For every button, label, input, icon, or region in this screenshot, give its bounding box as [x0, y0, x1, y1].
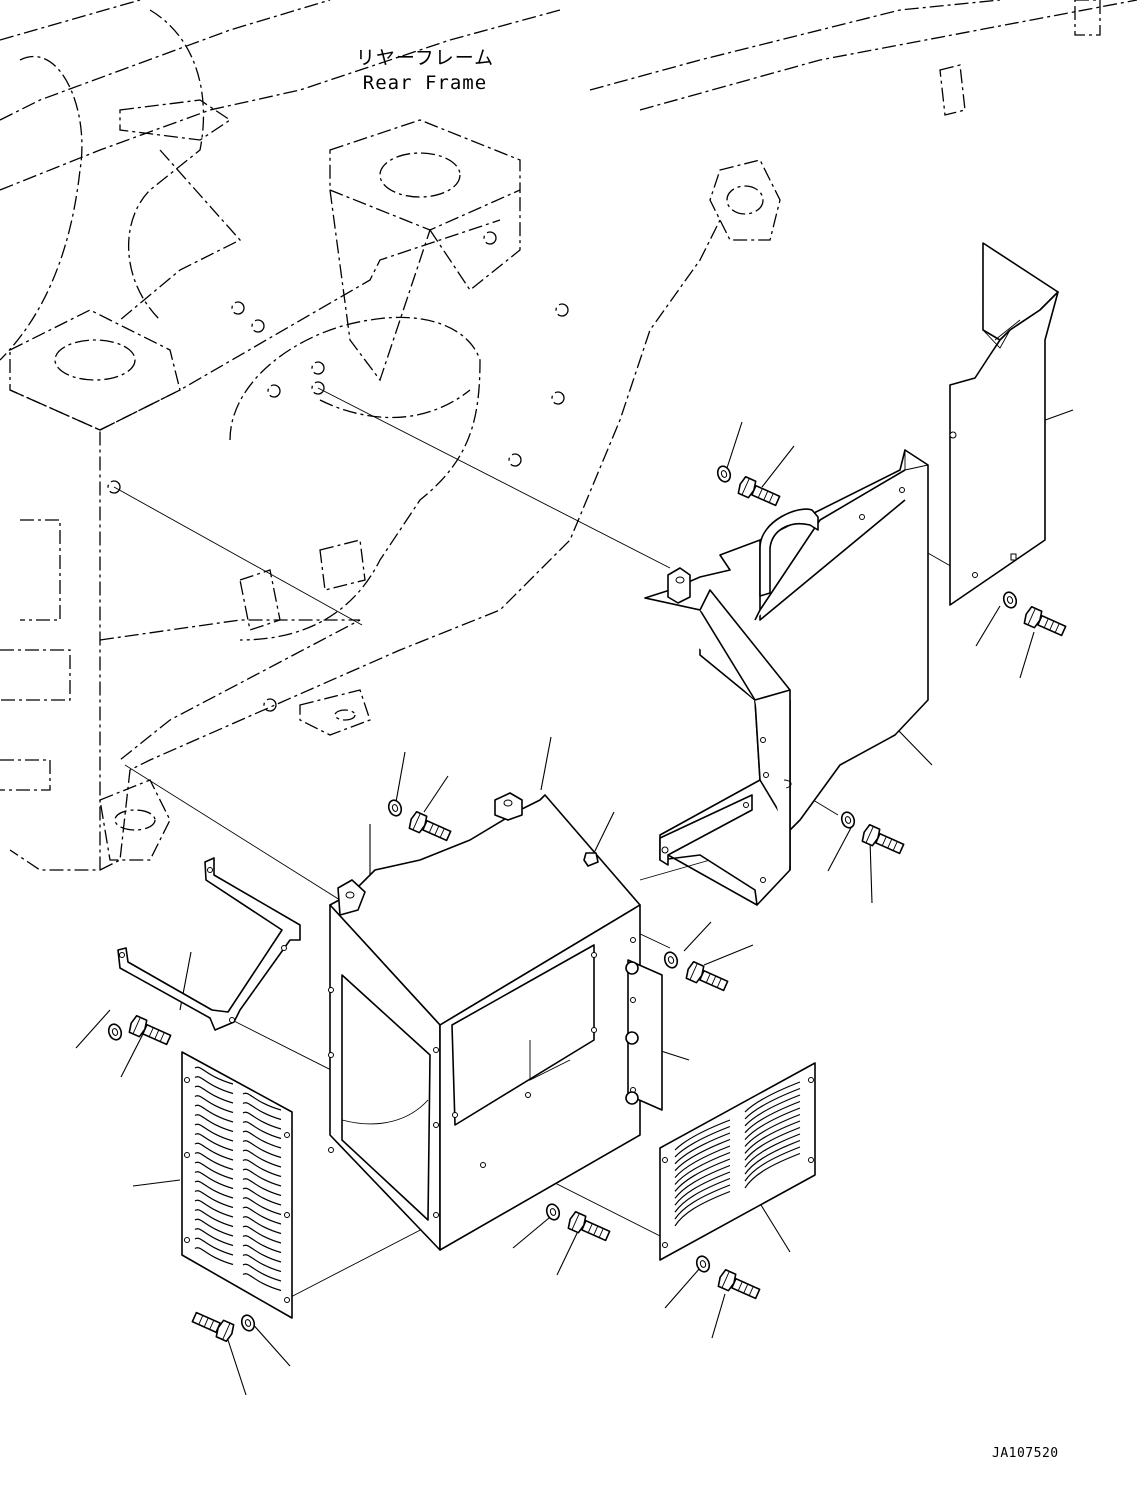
- louver-slot: [194, 1114, 234, 1133]
- louver-slot: [744, 1139, 801, 1175]
- louver-slot: [194, 1171, 234, 1190]
- louver-slot: [674, 1151, 731, 1185]
- louver-slot: [194, 1199, 234, 1218]
- louver-slot: [242, 1225, 282, 1244]
- washer: [387, 799, 403, 817]
- louver-slot: [674, 1119, 731, 1151]
- louver-slot: [194, 1228, 234, 1247]
- louver-slot: [194, 1218, 234, 1237]
- rear-frame-label-japanese: リヤーフレーム: [355, 47, 495, 69]
- bolt: [128, 1014, 172, 1046]
- washer: [663, 951, 679, 969]
- louver-slot: [194, 1076, 234, 1095]
- louvered-grille-left: [181, 1051, 293, 1319]
- louver-slot: [744, 1100, 801, 1134]
- louver-slot: [242, 1092, 282, 1111]
- louver-slot: [674, 1177, 731, 1213]
- louver-slot: [674, 1184, 731, 1220]
- louver-slot: [242, 1254, 282, 1273]
- louver-slot: [674, 1164, 731, 1199]
- louver-slot: [744, 1094, 801, 1127]
- louver-slot: [194, 1161, 234, 1180]
- louver-slot: [674, 1145, 731, 1178]
- louver-slot: [242, 1140, 282, 1159]
- washer: [716, 465, 732, 483]
- louver-slot: [194, 1209, 234, 1228]
- louver-slot: [242, 1102, 282, 1121]
- louver-slot: [744, 1120, 801, 1154]
- bolt: [737, 475, 781, 507]
- louver-slot: [674, 1158, 731, 1192]
- louver-slot: [242, 1121, 282, 1140]
- bolt: [191, 1311, 235, 1343]
- louver-slot: [242, 1130, 282, 1149]
- louver-slot: [194, 1095, 234, 1114]
- louver-slot: [674, 1125, 731, 1158]
- louver-slot: [194, 1133, 234, 1152]
- washer: [240, 1314, 256, 1332]
- upper-duct-cover: [644, 449, 929, 906]
- rear-frame-phantom: [0, 0, 1137, 871]
- bolt: [567, 1210, 611, 1242]
- louver-slot: [744, 1152, 801, 1189]
- louver-slot: [242, 1206, 282, 1225]
- bolt: [408, 810, 452, 842]
- washer: [545, 1203, 561, 1221]
- louver-slot: [194, 1104, 234, 1123]
- louver-slot: [242, 1111, 282, 1130]
- bolt: [685, 960, 729, 992]
- rear-frame-label: リヤーフレーム Rear Frame: [330, 46, 520, 96]
- side-chute: [949, 242, 1059, 606]
- louver-slot: [194, 1123, 234, 1142]
- louver-slot: [744, 1081, 801, 1113]
- louver-slot: [242, 1187, 282, 1206]
- louver-slot: [242, 1273, 282, 1292]
- washer: [107, 1023, 123, 1041]
- drawing-id: JA107520: [992, 1446, 1059, 1461]
- main-box-housing: [328, 792, 663, 1251]
- louvered-grille-right: [659, 1062, 816, 1261]
- bolt: [861, 823, 905, 855]
- louver-slot: [194, 1085, 234, 1104]
- louver-slot: [242, 1149, 282, 1168]
- louver-slot: [194, 1142, 234, 1161]
- washer: [840, 811, 856, 829]
- louver-slot: [674, 1190, 731, 1227]
- bolt: [1023, 605, 1067, 637]
- louver-slot: [242, 1235, 282, 1254]
- louver-slot: [242, 1197, 282, 1216]
- louver-slot: [194, 1190, 234, 1209]
- louver-slot: [744, 1146, 801, 1182]
- louver-slot: [242, 1178, 282, 1197]
- washer: [1002, 591, 1018, 609]
- washer: [695, 1255, 711, 1273]
- louver-slot: [194, 1066, 234, 1085]
- stay-bracket: [117, 857, 301, 1031]
- louver-slot: [242, 1159, 282, 1178]
- bolt: [717, 1268, 761, 1300]
- louver-slot: [674, 1138, 731, 1172]
- louver-slot: [744, 1107, 801, 1140]
- louver-slot: [242, 1263, 282, 1282]
- louver-slot: [744, 1087, 801, 1120]
- louver-slot: [242, 1244, 282, 1263]
- louver-slot: [194, 1180, 234, 1199]
- bolts-and-washers: [107, 465, 1067, 1343]
- louver-slot: [744, 1113, 801, 1147]
- louver-slot: [194, 1247, 234, 1266]
- louver-slot: [194, 1237, 234, 1256]
- rear-frame-label-english: Rear Frame: [362, 72, 488, 94]
- louver-slot: [744, 1126, 801, 1161]
- louver-slot: [242, 1168, 282, 1187]
- louver-slot: [194, 1152, 234, 1171]
- louver-slot: [674, 1132, 731, 1165]
- louver-slot: [674, 1171, 731, 1206]
- louver-slot: [242, 1216, 282, 1235]
- louver-slot: [744, 1133, 801, 1168]
